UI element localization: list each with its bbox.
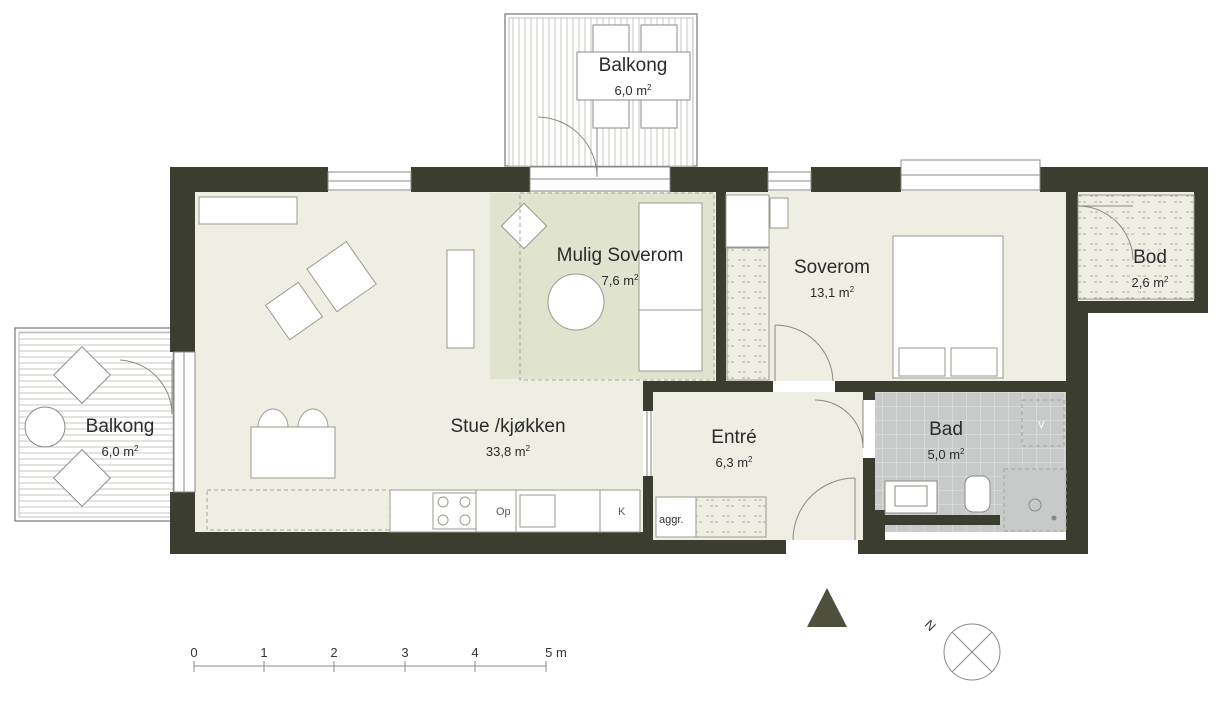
room-name: Mulig Soverom (556, 245, 684, 266)
room-name: Balkong (598, 55, 668, 76)
room-area: 5,0 m2 (927, 447, 965, 462)
room-area: 6,0 m2 (614, 83, 652, 98)
windows (173, 159, 1041, 493)
room-label-stue: Stue /kjøkken 33,8 m2 (450, 416, 565, 460)
walls (170, 167, 1208, 554)
scale-tick-3: 3 (401, 645, 409, 660)
room-area: 6,3 m2 (715, 455, 753, 470)
oven-label: Op (496, 506, 511, 518)
room-label-mulig-soverom: Mulig Soverom 7,6 m2 (557, 245, 684, 289)
room-name: Bad (929, 419, 963, 440)
room-name: Entré (711, 427, 757, 448)
entrance-triangle-icon (807, 588, 847, 627)
scale-tick-2: 2 (330, 645, 338, 660)
balcony-top-furniture (576, 24, 691, 129)
balcony-left-furniture (24, 346, 111, 507)
room-name: Bod (1133, 247, 1167, 268)
technical-label: aggr. (659, 514, 683, 526)
bedroom-furniture (695, 194, 1195, 538)
room-area: 6,0 m2 (101, 444, 139, 459)
room-label-soverom: Soverom 13,1 m2 (794, 257, 870, 301)
room-area: 2,6 m2 (1131, 275, 1169, 290)
room-name: Stue /kjøkken (450, 416, 566, 437)
room-label-balkong-left: Balkong 6,0 m2 (86, 416, 155, 460)
room-label-balkong-top: Balkong 6,0 m2 (599, 55, 668, 99)
room-area: 13,1 m2 (809, 285, 855, 300)
ventilation-label: V (1038, 420, 1045, 431)
living-furniture (198, 196, 703, 538)
scale-tick-0: 0 (190, 645, 198, 660)
room-name: Soverom (793, 257, 871, 278)
fridge-label: K (618, 506, 626, 518)
room-label-bod: Bod 2,6 m2 (1132, 247, 1169, 291)
bath-fixtures (884, 475, 1057, 521)
scale-tick-1: 1 (260, 645, 268, 660)
scale-tick-4: 4 (471, 645, 479, 660)
room-label-bad: Bad 5,0 m2 (928, 419, 965, 463)
room-area: 7,6 m2 (601, 273, 639, 288)
scale-bar-lines (193, 661, 547, 672)
compass-icon (943, 623, 1001, 681)
dashed-lines (206, 192, 1067, 532)
scale-tick-5: 5 m (545, 645, 567, 660)
compass-north-label: N (922, 617, 939, 634)
room-area: 33,8 m2 (485, 444, 531, 459)
room-label-entre: Entré 6,3 m2 (711, 427, 756, 471)
room-name: Balkong (85, 416, 155, 437)
